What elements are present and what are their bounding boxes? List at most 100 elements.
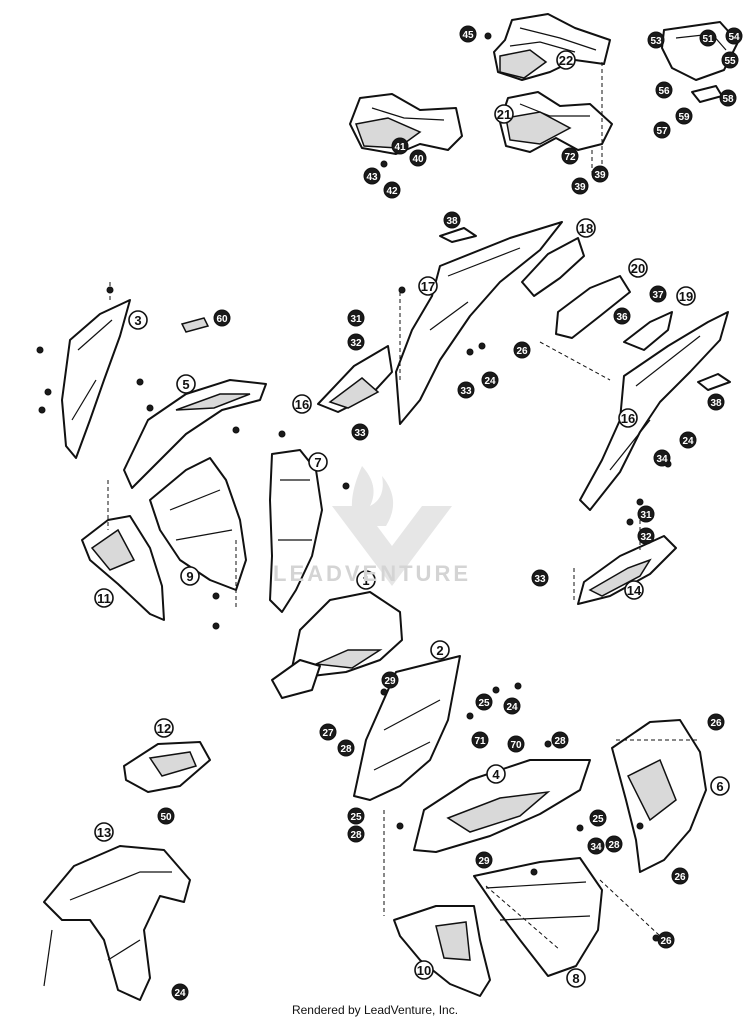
part-13-front-fender xyxy=(43,845,191,1001)
svg-text:24: 24 xyxy=(682,436,694,447)
svg-text:21: 21 xyxy=(497,107,511,122)
callout-26-d: 26 xyxy=(657,931,675,949)
callout-33-c: 33 xyxy=(457,381,475,399)
callout-21: 21 xyxy=(494,104,514,124)
part-20-bracket xyxy=(555,275,631,339)
svg-text:34: 34 xyxy=(656,454,668,465)
svg-text:26: 26 xyxy=(516,346,528,357)
svg-text:31: 31 xyxy=(350,314,362,325)
svg-text:10: 10 xyxy=(417,963,431,978)
svg-text:12: 12 xyxy=(157,721,171,736)
svg-text:27: 27 xyxy=(322,728,334,739)
svg-text:5: 5 xyxy=(182,377,189,392)
callout-56: 56 xyxy=(655,81,673,99)
svg-text:24: 24 xyxy=(484,376,496,387)
svg-text:25: 25 xyxy=(592,814,604,825)
svg-text:57: 57 xyxy=(656,126,668,137)
svg-text:45: 45 xyxy=(462,30,474,41)
svg-text:55: 55 xyxy=(724,56,736,67)
callout-39-a: 39 xyxy=(571,177,589,195)
callout-33-a: 33 xyxy=(351,423,369,441)
callout-25-b: 25 xyxy=(589,809,607,827)
svg-text:72: 72 xyxy=(564,152,576,163)
svg-text:26: 26 xyxy=(710,718,722,729)
svg-text:53: 53 xyxy=(650,36,662,47)
svg-text:17: 17 xyxy=(421,279,435,294)
callout-5: 5 xyxy=(176,374,196,394)
svg-text:32: 32 xyxy=(640,532,652,543)
callout-24-d: 24 xyxy=(171,983,189,1001)
svg-text:3: 3 xyxy=(134,313,141,328)
svg-text:24: 24 xyxy=(506,702,518,713)
svg-text:58: 58 xyxy=(722,94,734,105)
svg-text:43: 43 xyxy=(366,172,378,183)
callout-11: 11 xyxy=(94,588,114,608)
svg-text:28: 28 xyxy=(608,840,620,851)
callout-32-a: 32 xyxy=(347,333,365,351)
svg-text:31: 31 xyxy=(640,510,652,521)
svg-text:59: 59 xyxy=(678,112,690,123)
callout-60: 60 xyxy=(213,309,231,327)
callout-37-a: 37 xyxy=(649,285,667,303)
part-2-side-fairing xyxy=(353,655,461,801)
callout-25-a: 25 xyxy=(475,693,493,711)
svg-text:6: 6 xyxy=(716,779,723,794)
callout-31-a: 31 xyxy=(347,309,365,327)
svg-text:28: 28 xyxy=(350,830,362,841)
fasteners xyxy=(36,32,672,942)
part-17-side-panel-left xyxy=(395,221,563,425)
svg-text:22: 22 xyxy=(559,53,573,68)
callout-40: 40 xyxy=(409,149,427,167)
watermark-text: LEADVENTURE xyxy=(273,561,472,586)
callout-33-b: 33 xyxy=(531,569,549,587)
callout-16-right: 16 xyxy=(618,408,638,428)
callout-51: 51 xyxy=(699,29,717,47)
callout-4: 4 xyxy=(486,764,506,784)
callout-39-b: 39 xyxy=(591,165,609,183)
part-22-tail-assembly xyxy=(493,13,611,81)
svg-text:2: 2 xyxy=(436,643,443,658)
part-5-inner-cowl xyxy=(123,379,267,489)
svg-text:4: 4 xyxy=(492,767,500,782)
callout-45: 45 xyxy=(459,25,477,43)
callout-70: 70 xyxy=(507,735,525,753)
callout-14: 14 xyxy=(624,580,644,600)
svg-text:42: 42 xyxy=(386,186,398,197)
callout-18: 18 xyxy=(576,218,596,238)
svg-text:54: 54 xyxy=(728,32,740,43)
callout-41: 41 xyxy=(391,137,409,155)
callout-57: 57 xyxy=(653,121,671,139)
callout-38-b: 38 xyxy=(707,393,725,411)
callout-55: 55 xyxy=(721,51,739,69)
callout-26-b: 26 xyxy=(707,713,725,731)
callout-71: 71 xyxy=(471,731,489,749)
callout-42: 42 xyxy=(383,181,401,199)
svg-text:37: 37 xyxy=(652,290,664,301)
svg-text:60: 60 xyxy=(216,314,228,325)
svg-text:32: 32 xyxy=(350,338,362,349)
callout-36-b: 36 xyxy=(613,307,631,325)
part-16-side-panel-right xyxy=(579,311,729,511)
part-12-bracket xyxy=(123,741,211,793)
callout-26-a: 26 xyxy=(513,341,531,359)
part-7-side-cowl-inner xyxy=(269,449,323,613)
callout-50: 50 xyxy=(157,807,175,825)
part-9-side-cowl-left xyxy=(149,457,247,591)
callout-72: 72 xyxy=(561,147,579,165)
callout-27: 27 xyxy=(319,723,337,741)
part-14-under-cover xyxy=(577,535,677,605)
svg-text:29: 29 xyxy=(478,856,490,867)
svg-text:29: 29 xyxy=(384,676,396,687)
part-60-strip xyxy=(180,317,210,333)
svg-text:38: 38 xyxy=(446,216,458,227)
callout-25-c: 25 xyxy=(347,807,365,825)
part-8-belly-pan xyxy=(473,857,603,977)
svg-text:39: 39 xyxy=(594,170,606,181)
callout-7: 7 xyxy=(308,452,328,472)
svg-text:24: 24 xyxy=(174,988,186,999)
callout-31-b: 31 xyxy=(637,505,655,523)
callout-13: 13 xyxy=(94,822,114,842)
part-3-upper-cowl xyxy=(61,299,131,459)
svg-text:16: 16 xyxy=(621,411,635,426)
callout-8: 8 xyxy=(566,968,586,988)
